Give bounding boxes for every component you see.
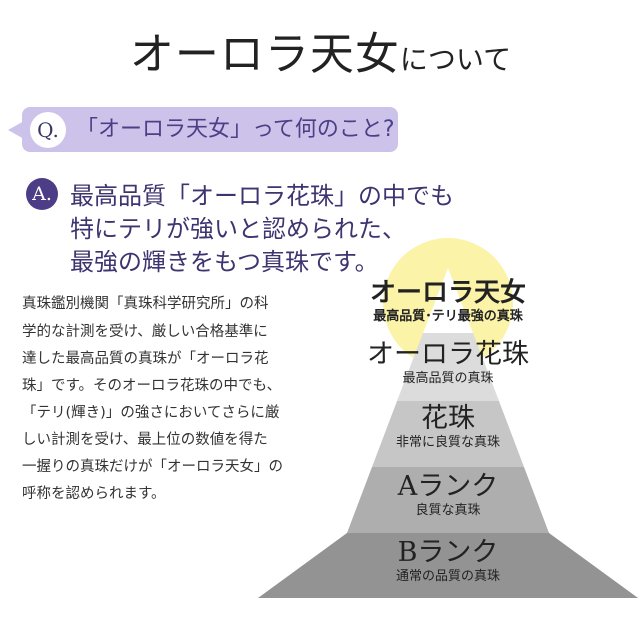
tier-name: Aランク bbox=[397, 471, 499, 502]
tier-a-rank: Aランク良質な真珠 bbox=[258, 472, 638, 520]
tier-desc: 非常に良質な真珠 bbox=[395, 435, 500, 450]
tier-name: オーロラ天女 bbox=[369, 278, 526, 308]
tier-name: 花珠 bbox=[421, 403, 475, 434]
tier-hanadama: 花珠非常に良質な真珠 bbox=[258, 404, 638, 452]
question-marker: Q. bbox=[30, 112, 66, 148]
pyramid-tier-a-rank bbox=[347, 467, 549, 533]
description-line: 真珠鑑別機関「真珠科学研究所」の科 bbox=[22, 296, 269, 312]
tier-desc: 良質な真珠 bbox=[415, 503, 481, 518]
answer-line: 最強の輝きをもつ真珠です。 bbox=[70, 248, 379, 276]
description-line: しい計測を受け、最上位の数値を得た bbox=[22, 432, 268, 448]
pyramid-tier-hanadama bbox=[372, 401, 524, 467]
description-line: 達した最高品質の真珠が「オーロラ花 bbox=[22, 351, 269, 367]
page-title: オーロラ天女について bbox=[0, 18, 641, 82]
pyramid-tier-aurora-hanadama bbox=[397, 333, 499, 401]
tier-desc: 最高品質の真珠 bbox=[402, 371, 494, 386]
answer-marker: A. bbox=[26, 178, 58, 210]
answer-line: 最高品質「オーロラ花珠」の中でも bbox=[70, 182, 454, 210]
tier-name: オーロラ花珠 bbox=[367, 339, 529, 370]
pyramid-apex bbox=[423, 268, 473, 333]
description-line: 「テリ(輝き)」の強さにおいてさらに厳 bbox=[22, 405, 280, 421]
tier-name: Bランク bbox=[397, 537, 499, 568]
tier-desc: 最高品質･テリ最強の真珠 bbox=[373, 309, 523, 324]
tier-aurora-tennyo: オーロラ天女最高品質･テリ最強の真珠 bbox=[258, 278, 638, 326]
question-bubble-tail bbox=[8, 121, 24, 139]
answer-line: 特にテリが強いと認められた、 bbox=[70, 215, 406, 243]
question-bubble bbox=[22, 107, 398, 152]
tier-desc: 通常の品質の真珠 bbox=[395, 569, 500, 584]
tier-b-rank: Bランク通常の品質の真珠 bbox=[258, 538, 638, 586]
description-line: 珠」です。そのオーロラ花珠の中でも、 bbox=[22, 378, 282, 394]
pyramid-tier-b-rank bbox=[258, 533, 638, 598]
tier-aurora-hanadama: オーロラ花珠最高品質の真珠 bbox=[258, 340, 638, 388]
description-line: 呼称を認められます。 bbox=[22, 486, 166, 502]
question-text: 「オーロラ天女」って何のこと? bbox=[76, 117, 395, 142]
title-suffix: について bbox=[399, 43, 512, 76]
title-main: オーロラ天女 bbox=[129, 29, 400, 80]
description-line: 学的な計測を受け、厳しい合格基準に bbox=[22, 324, 268, 340]
description-line: 一握りの真珠だけが「オーロラ天女」の bbox=[22, 459, 283, 475]
